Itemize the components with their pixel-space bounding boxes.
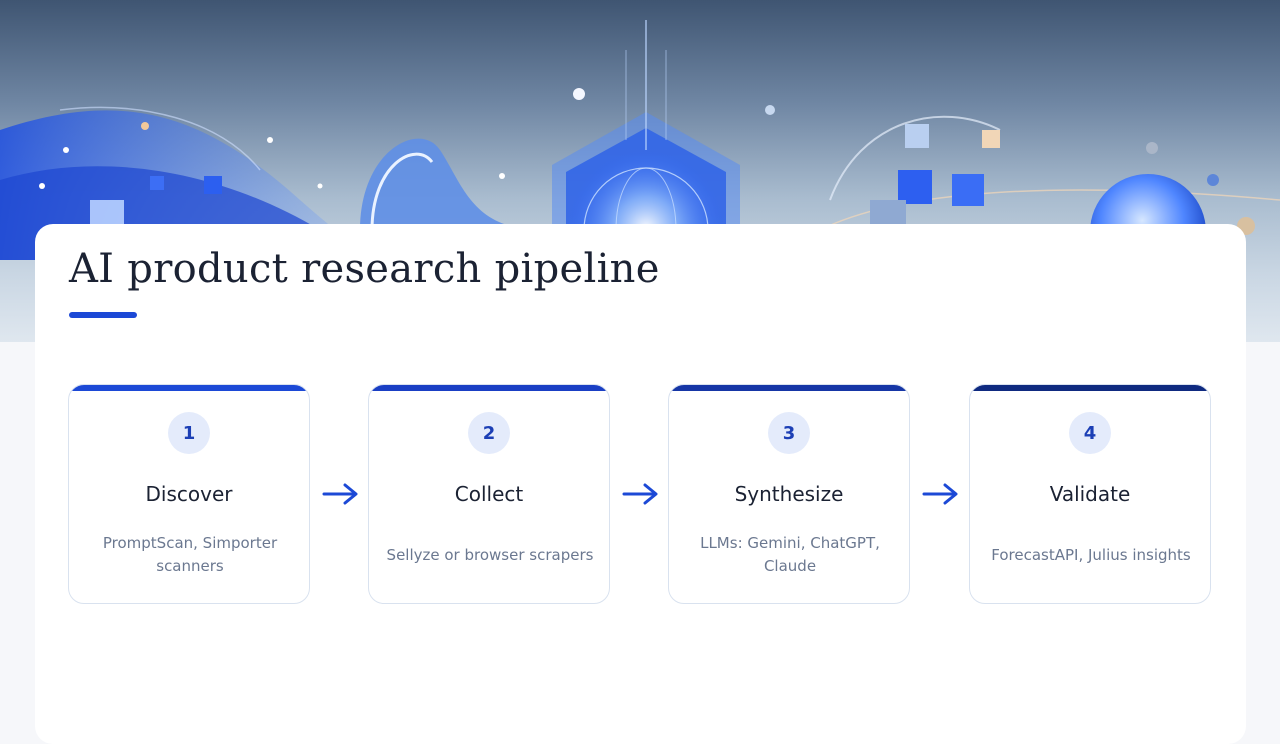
step-number-badge: 4	[1069, 412, 1111, 454]
content-card: AI product research pipeline 1 Discover …	[35, 224, 1246, 744]
step-accent-bar	[369, 385, 609, 391]
step-description: Sellyze or browser scrapers	[386, 545, 594, 564]
step-title: Collect	[454, 482, 524, 506]
step-card-discover: 1 Discover PromptScan, Simporter scanner…	[68, 384, 310, 604]
title-underline	[69, 312, 137, 318]
arrow-right-icon	[322, 483, 358, 505]
step-card-collect: 2 Collect Sellyze or browser scrapers	[368, 384, 610, 604]
step-description: LLMs: Gemini, ChatGPT, Claude	[700, 534, 880, 575]
step-card-validate: 4 Validate ForecastAPI, Julius insights	[969, 384, 1211, 604]
step-title: Synthesize	[734, 482, 844, 506]
step-title: Discover	[145, 482, 233, 506]
step-description: ForecastAPI, Julius insights	[991, 545, 1191, 564]
arrow-right-icon	[622, 483, 658, 505]
page-title: AI product research pipeline	[69, 246, 660, 292]
step-number-badge: 3	[768, 412, 810, 454]
step-description: PromptScan, Simporter scanners	[102, 534, 278, 575]
step-number-badge: 2	[468, 412, 510, 454]
step-card-synthesize: 3 Synthesize LLMs: Gemini, ChatGPT, Clau…	[668, 384, 910, 604]
step-accent-bar	[970, 385, 1210, 391]
step-number-badge: 1	[168, 412, 210, 454]
arrow-right-icon	[922, 483, 958, 505]
step-accent-bar	[69, 385, 309, 391]
step-accent-bar	[669, 385, 909, 391]
step-title: Validate	[1049, 482, 1131, 506]
